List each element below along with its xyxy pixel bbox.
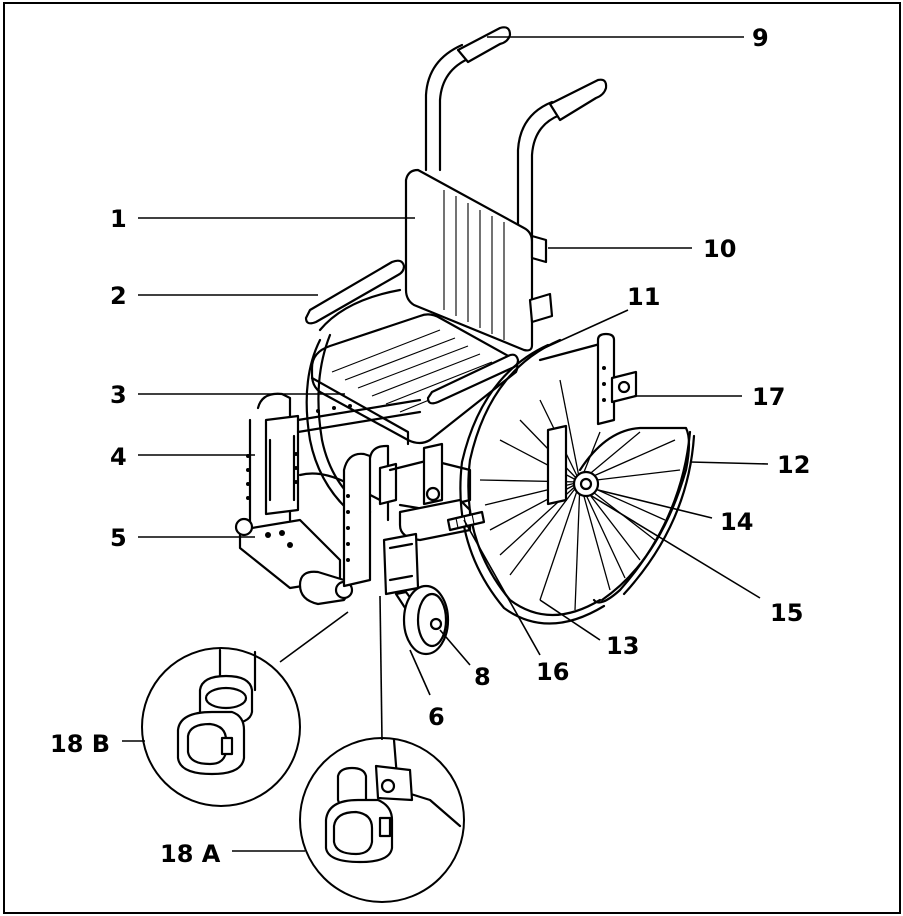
label-8: 8 (474, 663, 491, 691)
back-cane-left (424, 43, 464, 172)
label-5: 5 (110, 524, 127, 552)
label-14: 14 (720, 508, 753, 536)
part-labels: 9 1 10 2 11 3 17 4 12 5 14 15 13 16 8 6 … (50, 24, 810, 868)
push-handle-right (548, 78, 608, 122)
label-6: 6 (428, 703, 445, 731)
rear-wheel-left (305, 338, 362, 522)
label-3: 3 (110, 381, 127, 409)
push-handle-left (456, 26, 512, 64)
wheelchair-illustration (234, 26, 696, 656)
label-15: 15 (770, 599, 803, 627)
detail-18a (299, 737, 465, 903)
label-17: 17 (752, 383, 785, 411)
label-10: 10 (703, 235, 736, 263)
label-1: 1 (110, 205, 127, 233)
label-16: 16 (536, 658, 569, 686)
diagram-border (3, 2, 901, 914)
label-18b: 18 B (50, 730, 110, 758)
label-12: 12 (777, 451, 810, 479)
leader-lines (122, 36, 769, 852)
back-clamp (530, 234, 548, 264)
armrest-left (304, 259, 406, 325)
caster-housing (382, 532, 420, 596)
label-2: 2 (110, 282, 127, 310)
caster-wheel (402, 584, 450, 656)
label-13: 13 (606, 632, 639, 660)
label-11: 11 (627, 283, 660, 311)
label-18a: 18 A (160, 840, 221, 868)
label-9: 9 (752, 24, 769, 52)
backrest (404, 168, 534, 352)
detail-18b (141, 647, 301, 807)
label-4: 4 (110, 443, 127, 471)
rear-wheel-right (459, 338, 696, 625)
